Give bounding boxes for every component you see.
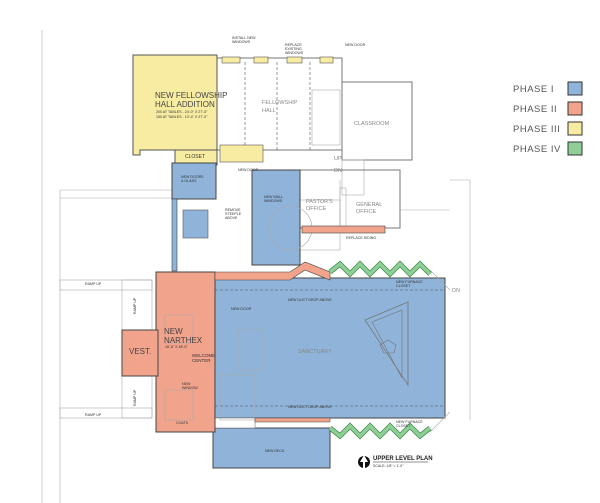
plan-scale: SCALE: 1/8" = 1'-0" [373,464,404,468]
note-new-doors-glass: NEW DOORS [181,175,204,179]
note-dn-right: DN [452,288,460,294]
label-fellowship-hall: FELLOWSHIP [262,100,298,106]
label-narthex: NEW [164,327,183,336]
note-new-wall-windows: NEW WALL [264,195,283,199]
legend-phase-3-label: PHASE III [513,124,560,135]
legend-phase-4-label: PHASE IV [513,144,561,155]
note-replace-windows-3: WINDOWS [285,51,304,55]
note-replace-windows-2: EXISTING [285,47,302,51]
classroom [341,81,413,196]
note-new-doors-glass-2: & GLASS [181,179,197,183]
plan-title: UPPER LEVEL PLAN [373,456,433,462]
legend-phase-1-label: PHASE I [513,84,554,95]
note-new-deck: NEW DECK [265,449,285,453]
note-new-door-narthex: NEW DOOR [231,307,252,311]
label-coats: COATS [176,421,189,425]
label-pastors-office-2: OFFICE [306,206,326,212]
label-vest: VEST. [129,347,151,356]
label-sanctuary: SANCTUARY [298,349,332,355]
note-ramp-bottom: RAMP UP [133,389,137,406]
note-ramp-up-bottom: RAMP UP [85,413,102,417]
label-capacity-2: 150 AT TABLES - 13'-4" X 27'-0" [156,115,208,119]
label-fellowship-hall-2: HALL [262,108,276,114]
label-general-office-2: OFFICE [356,209,376,215]
note-furnace-top-2: CLOSET [396,284,411,288]
label-fellowship-addition: NEW FELLOWSHIP [155,91,227,100]
phase-i-areas [171,162,446,469]
title-block: UPPER LEVEL PLAN SCALE: 1/8" = 1'-0" [358,455,433,468]
note-install-windows-2: WINDOWS [232,40,251,44]
note-new-window: NEW [182,382,191,386]
note-remove-steeple-3: ABOVE [225,216,238,220]
legend-phase-2-swatch [567,101,583,116]
note-new-window-2: WINDOW [182,386,198,390]
note-furnace-bottom-2: CLOSET [396,424,411,428]
note-up: UP [334,156,342,162]
note-dn: DN [334,168,342,174]
label-welcome: WELCOME [192,353,215,358]
note-remove-steeple: REMOVE [225,208,241,212]
label-fellowship-addition-2: HALL ADDITION [155,100,215,109]
note-replace-windows: REPLACE [285,43,302,47]
note-duct-bottom: NEW DUCT DROP ABOVE [288,405,332,409]
note-new-wall-windows-2: WINDOWS [264,199,283,203]
label-classroom: CLASSROOM [354,121,390,127]
note-furnace-bottom: NEW FURNACE [396,420,423,424]
label-pastors-office: PASTOR'S [306,199,333,205]
label-capacity-1: 200 AT TABLES - 24'-0" X 27'-0" [156,110,208,114]
note-install-windows: INSTALL NEW [232,36,256,40]
legend-phase-2-label: PHASE II [513,104,557,115]
note-new-door-top: NEW DOOR [345,43,366,47]
note-furnace-top: NEW FURNACE [396,280,423,284]
legend-phase-1-swatch [567,81,583,96]
phase-legend: PHASE I PHASE II PHASE III PHASE IV [513,81,583,156]
label-narthex-dim: 16'-8" X 48'-0" [165,345,188,349]
note-ramp-up-top: RAMP UP [85,282,102,286]
site-lines [41,30,471,503]
annotations: INSTALL NEW WINDOWS REPLACE EXISTING WIN… [85,36,460,453]
phase-iii-areas [132,54,334,166]
note-duct-top: NEW DUCT DROP ABOVE [288,298,332,302]
legend-phase-3-swatch [567,121,583,136]
note-ramp-top: RAMP UP [133,297,137,314]
label-welcome-2: CENTER [192,358,211,363]
room-labels: NEW FELLOWSHIP HALL ADDITION 200 AT TABL… [129,91,390,425]
label-closet: CLOSET [185,154,205,160]
legend-phase-4-swatch [567,141,583,156]
phase-iv-areas [328,260,451,440]
label-general-office: GENERAL [356,202,382,208]
note-new-door-mid: NEW DOOR [238,168,259,172]
label-narthex-2: NARTHEX [164,336,203,345]
phase-ii-areas [121,225,386,433]
note-remove-steeple-2: STEEPLE [225,212,242,216]
note-replace-siding: REPLACE SIDING [346,236,376,240]
